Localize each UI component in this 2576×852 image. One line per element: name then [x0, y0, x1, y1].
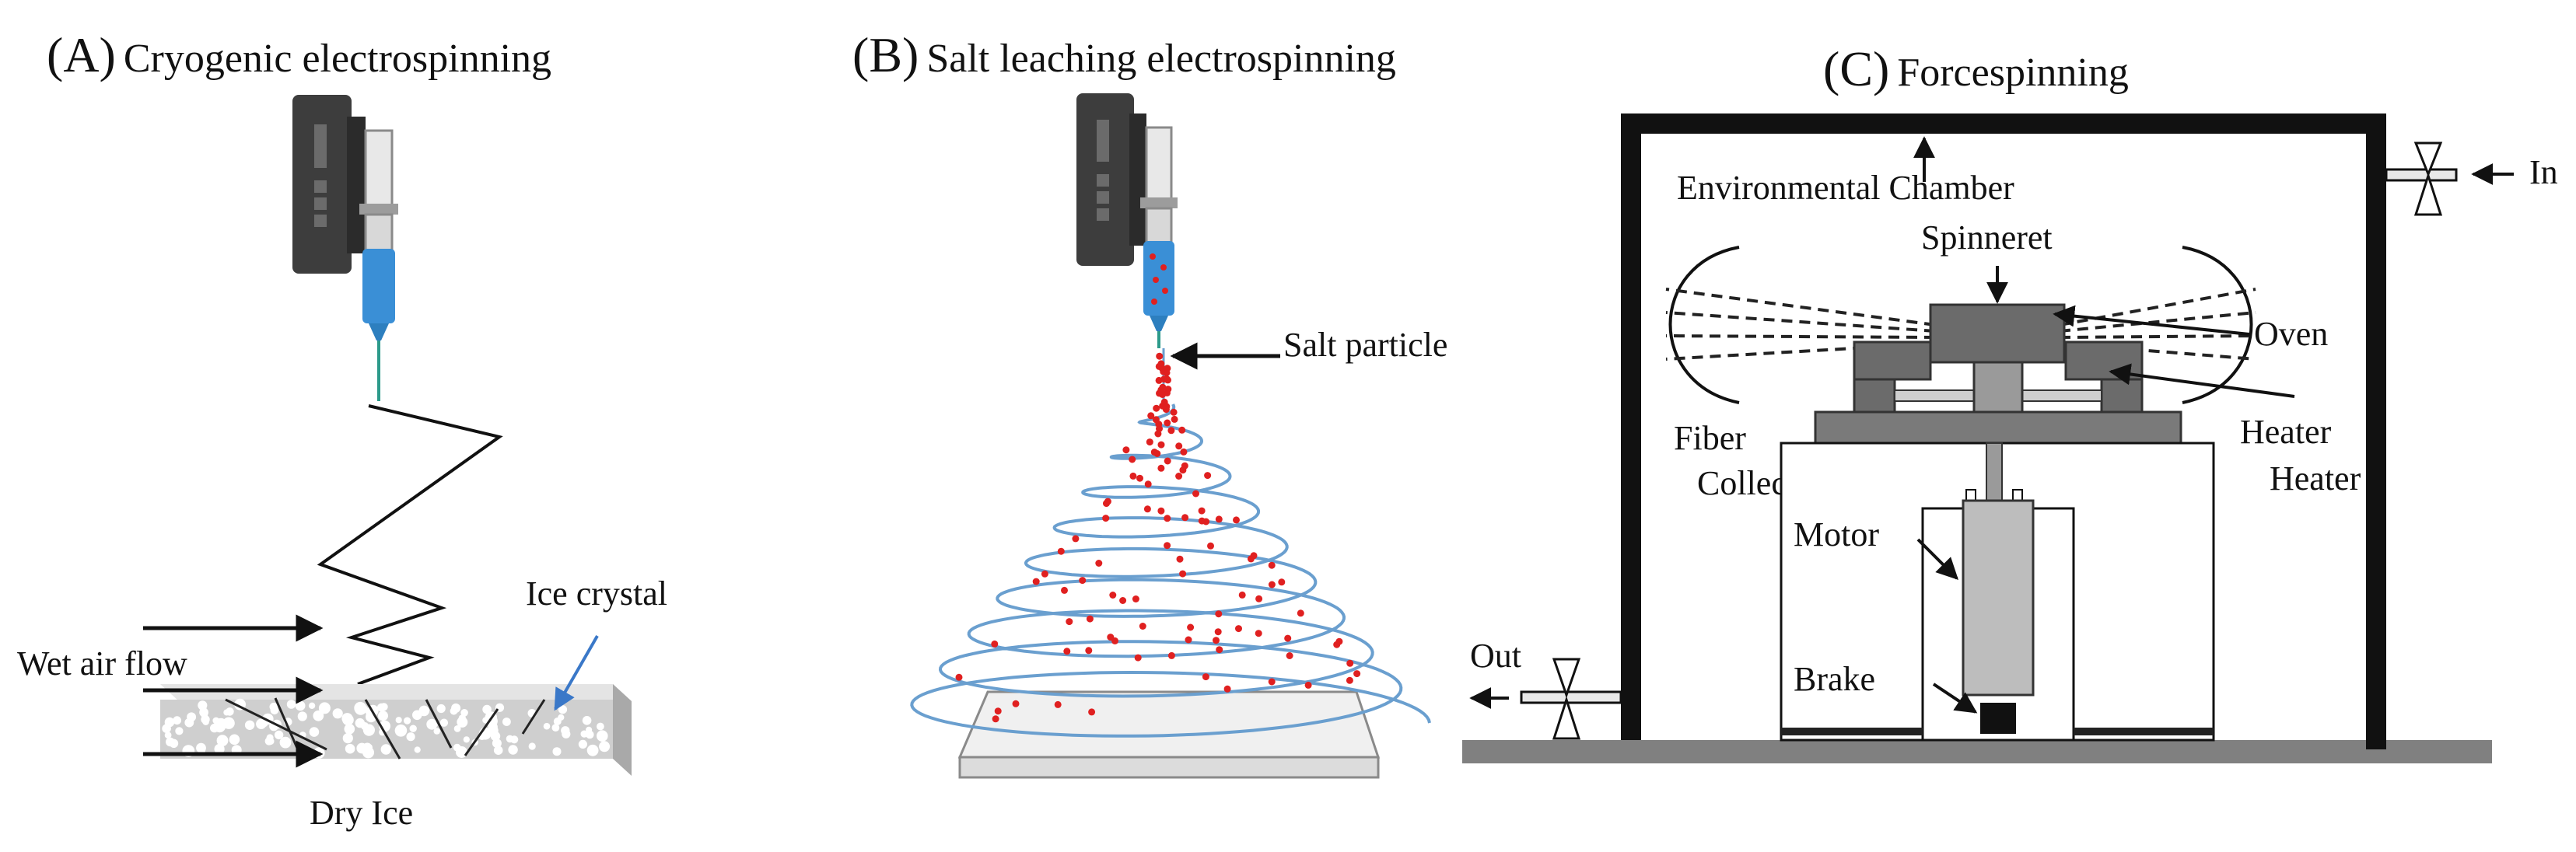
environmental-chamber-label: Environmental Chamber [1677, 169, 2014, 207]
oven-arrow [2053, 305, 2250, 336]
panel-a: (A)Cryogenic electrospinning [17, 27, 667, 832]
panel-b-letter: (B) [852, 27, 919, 82]
syringe-pump-a [292, 95, 398, 401]
panel-a-letter: (A) [47, 27, 116, 82]
panel-c-letter: (C) [1823, 41, 1889, 96]
spinneret-label: Spinneret [1921, 218, 2053, 257]
svg-text:(B)Salt leaching electrospinn: (B)Salt leaching electrospinning [852, 27, 1396, 82]
syringe-pump-b [1076, 93, 1178, 348]
ice-crystal-label: Ice crystal [526, 574, 667, 613]
dry-ice-label: Dry Ice [310, 794, 413, 832]
brake-arrow [1932, 683, 1978, 714]
base-floor [1462, 740, 2492, 763]
heater-arrow [2109, 363, 2295, 398]
motor-shaft [1986, 442, 2003, 501]
brake-label: Brake [1794, 660, 1875, 698]
wet-air-flow-label: Wet air flow [17, 644, 187, 683]
oven-platform [1814, 410, 2182, 445]
collector-plate-b [957, 690, 1381, 779]
salt-particles [955, 352, 1361, 723]
motor [1962, 499, 2035, 697]
spinneret [1929, 303, 2066, 364]
jet-zigzag [317, 404, 503, 686]
motor-arrow [1916, 538, 1958, 580]
motor-label: Motor [1794, 515, 1879, 553]
wet-air-flow-arrows [143, 614, 324, 768]
dry-ice-block [160, 684, 632, 776]
panel-a-title: Cryogenic electrospinning [124, 37, 551, 81]
heater-left [1853, 340, 1981, 414]
brake [1980, 703, 2016, 734]
svg-text:(A)Cryogenic electrospinning: (A)Cryogenic electrospinning [47, 27, 551, 82]
in-label: In [2529, 153, 2558, 191]
syringe-fluid-a [362, 249, 395, 323]
oven-label: Oven [2254, 315, 2328, 353]
out-label: Out [1470, 637, 1521, 675]
heater-label-1: Heater [2240, 413, 2332, 451]
panel-c-title: Forcespinning [1897, 51, 2129, 95]
fiber-jets [1665, 288, 2256, 361]
syringe-fluid-b [1143, 241, 1174, 316]
ice-crystal-arrow [554, 635, 599, 711]
fiber-label: Fiber [1674, 419, 1746, 457]
panel-b-title: Salt leaching electrospinning [926, 37, 1396, 81]
outlet-valve [1469, 658, 1622, 740]
panel-c: (C)Forcespinning Environmental Chamber I… [1462, 41, 2558, 763]
heater-label-2: Heater [2270, 459, 2361, 498]
svg-text:(C)Forcespinning: (C)Forcespinning [1823, 41, 2129, 96]
fiber-collector [1668, 246, 2253, 404]
salt-particle-label: Salt particle [1283, 326, 1447, 364]
inlet-valve [2385, 141, 2514, 216]
spindle-housing [1972, 361, 2024, 414]
panel-b: (B)Salt leaching electrospinning Salt [852, 27, 1447, 779]
environmental-chamber [1621, 113, 2386, 749]
